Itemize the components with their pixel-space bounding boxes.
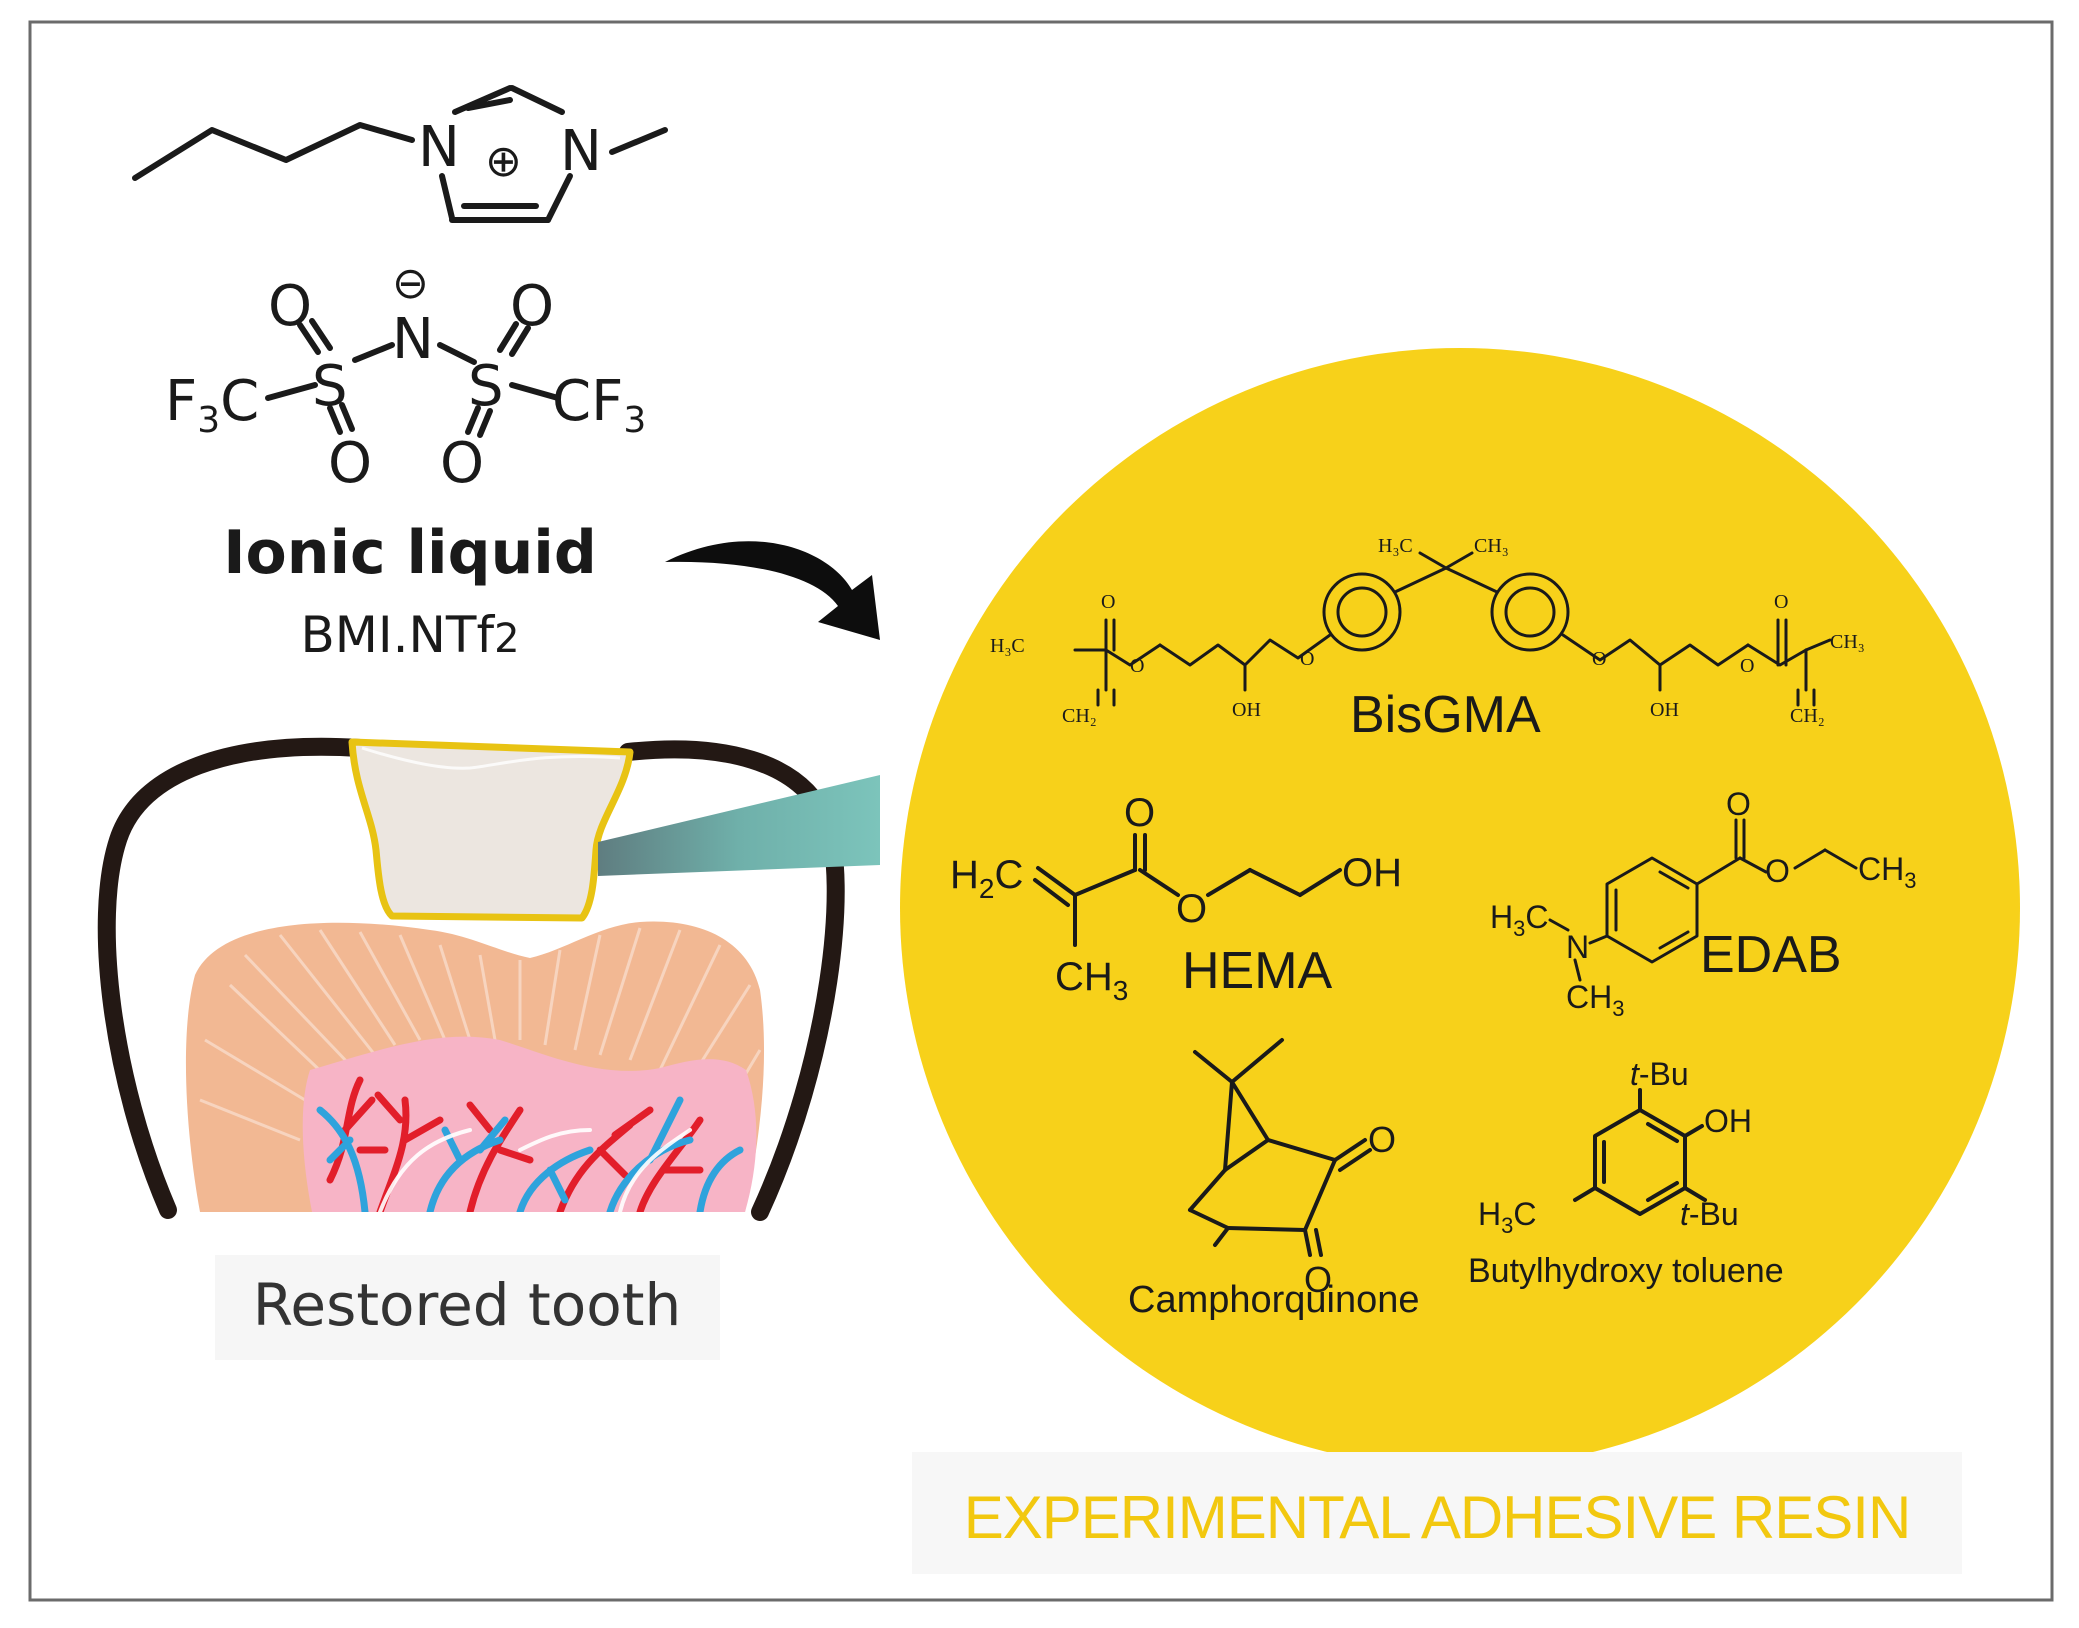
ionic-liquid-group: N N ⊕ N ⊖ S S O O O O F3C CF3 Ionic liqu…	[132, 85, 668, 664]
resin-title-box	[912, 1452, 1962, 1574]
edab-h3c: H3C	[1490, 899, 1548, 941]
edab-name: EDAB	[1700, 926, 1842, 984]
cation-n-right: N	[560, 119, 602, 184]
bisgma-ch2-left: CH₂	[1062, 705, 1097, 727]
n-methyl-bond	[609, 127, 668, 155]
anion-cf3: CF3	[552, 369, 646, 441]
s-o-up-right-a	[497, 321, 519, 353]
anion-o-bottom-right: O	[440, 431, 484, 496]
resin-title: EXPERIMENTAL ADHESIVE RESIN	[964, 1484, 1911, 1551]
s-n-bond-left	[352, 342, 395, 363]
tooth-label-box	[215, 1255, 720, 1360]
bisgma-o-carbonyl-right: O	[1774, 591, 1788, 613]
bht-h3c: H3C	[1478, 1196, 1536, 1238]
bisgma-o-carbonyl-left: O	[1101, 591, 1115, 613]
edab-o-ester: O	[1765, 853, 1790, 889]
bisgma-oh-left: OH	[1232, 699, 1261, 721]
edab-n: N	[1566, 929, 1589, 965]
s-o-down-left-a	[327, 405, 343, 435]
s-o-up-left-a	[297, 322, 321, 355]
bisgma-structure	[1073, 551, 1832, 707]
anion-s-left: S	[312, 354, 348, 419]
edab-o-top: O	[1726, 786, 1751, 822]
anion-charge: ⊖	[392, 258, 429, 309]
imidazolium-bond-n1-c5	[439, 173, 455, 221]
restoration-occlusal-edge	[361, 746, 621, 770]
cation-charge: ⊕	[485, 136, 522, 187]
edab-ch3: CH3	[1858, 851, 1916, 893]
curved-arrow-icon	[665, 541, 880, 640]
bisgma-ch3-right: CH₃	[1830, 631, 1865, 653]
imidazolium-bond-c2-n3	[509, 85, 565, 115]
s-o-up-right-b	[509, 325, 531, 357]
pulp-vessels	[316, 1076, 744, 1212]
anion-o-bottom-left: O	[328, 431, 372, 496]
imidazolium-double-bond	[465, 97, 513, 111]
imidazolium-bond-c4-n3	[545, 173, 573, 223]
anion-o-top-right: O	[510, 274, 554, 339]
bisgma-o-ester-left: O	[1130, 655, 1144, 677]
camphorquinone-structure	[1188, 1038, 1372, 1257]
anion-o-top-left: O	[268, 274, 312, 339]
bisgma-name: BisGMA	[1350, 686, 1541, 744]
hema-oh: OH	[1342, 851, 1402, 895]
cation-n-left: N	[418, 115, 460, 180]
bisgma-o-ether-left: O	[1300, 648, 1314, 670]
bht-tbu-right: t-Bu	[1680, 1196, 1739, 1232]
f3c-s-bond	[265, 382, 318, 401]
bht-name: Butylhydroxy toluene	[1468, 1252, 1784, 1290]
bisgma-ch3-top: CH₃	[1474, 535, 1509, 557]
n-s-bond-right	[437, 342, 477, 365]
butyl-chain	[132, 122, 415, 181]
camphorquinone-o2: O	[1304, 1259, 1332, 1300]
bisgma-o-ester-right: O	[1740, 655, 1754, 677]
magnification-beam	[598, 775, 880, 876]
anion-n: N	[392, 307, 434, 372]
bht-structure	[1573, 1088, 1707, 1216]
bisgma-oh-right: OH	[1650, 699, 1679, 721]
imidazolium-bond-n1-c2	[452, 85, 513, 115]
hema-o-top: O	[1124, 791, 1155, 835]
s-o-down-right-a	[465, 405, 481, 435]
bisgma-ch2-right: CH₂	[1790, 705, 1825, 727]
edab-n-ch3: CH3	[1566, 979, 1624, 1021]
tooth-label: Restored tooth	[253, 1271, 682, 1339]
s-cf3-bond	[509, 382, 561, 401]
dentin-tubules	[199, 927, 762, 1142]
restoration-filling	[348, 738, 634, 922]
hema-ch3: CH3	[1055, 955, 1128, 1006]
anion-f3c: F3C	[165, 369, 259, 441]
s-o-up-left-b	[309, 318, 333, 351]
bht-oh: OH	[1704, 1103, 1752, 1139]
edab-structure	[1548, 818, 1858, 982]
bmi-cation-structure	[132, 85, 668, 223]
s-o-down-left-b	[339, 402, 355, 432]
camphorquinone-o1: O	[1368, 1119, 1396, 1160]
hema-structure	[1033, 833, 1342, 947]
ionic-liquid-title: Ionic liquid	[223, 518, 597, 588]
bisgma-h3c-top: H₃C	[1378, 535, 1413, 557]
restored-tooth-illustration: Restored tooth	[97, 737, 880, 1360]
bht-tbu-top: t-Bu	[1630, 1056, 1689, 1092]
adhesive-resin-group: H₃C CH₃ H₃C CH₂ O O OH O O OH O O CH₃ CH…	[900, 348, 2020, 1574]
anion-s-right: S	[468, 354, 504, 419]
bisgma-o-ether-right: O	[1592, 648, 1606, 670]
ionic-liquid-formula: BMI.NTf2	[300, 606, 519, 664]
hema-name: HEMA	[1182, 942, 1333, 1000]
resin-circle	[900, 348, 2020, 1468]
camphorquinone-name: Camphorquinone	[1128, 1279, 1420, 1321]
ntf2-anion-structure	[265, 318, 561, 438]
pulp	[302, 1036, 757, 1212]
hema-o-ester: O	[1176, 887, 1207, 931]
hema-h2c: H2C	[950, 853, 1023, 904]
s-o-down-right-b	[477, 408, 493, 438]
bisgma-h3c-left: H₃C	[990, 635, 1025, 657]
